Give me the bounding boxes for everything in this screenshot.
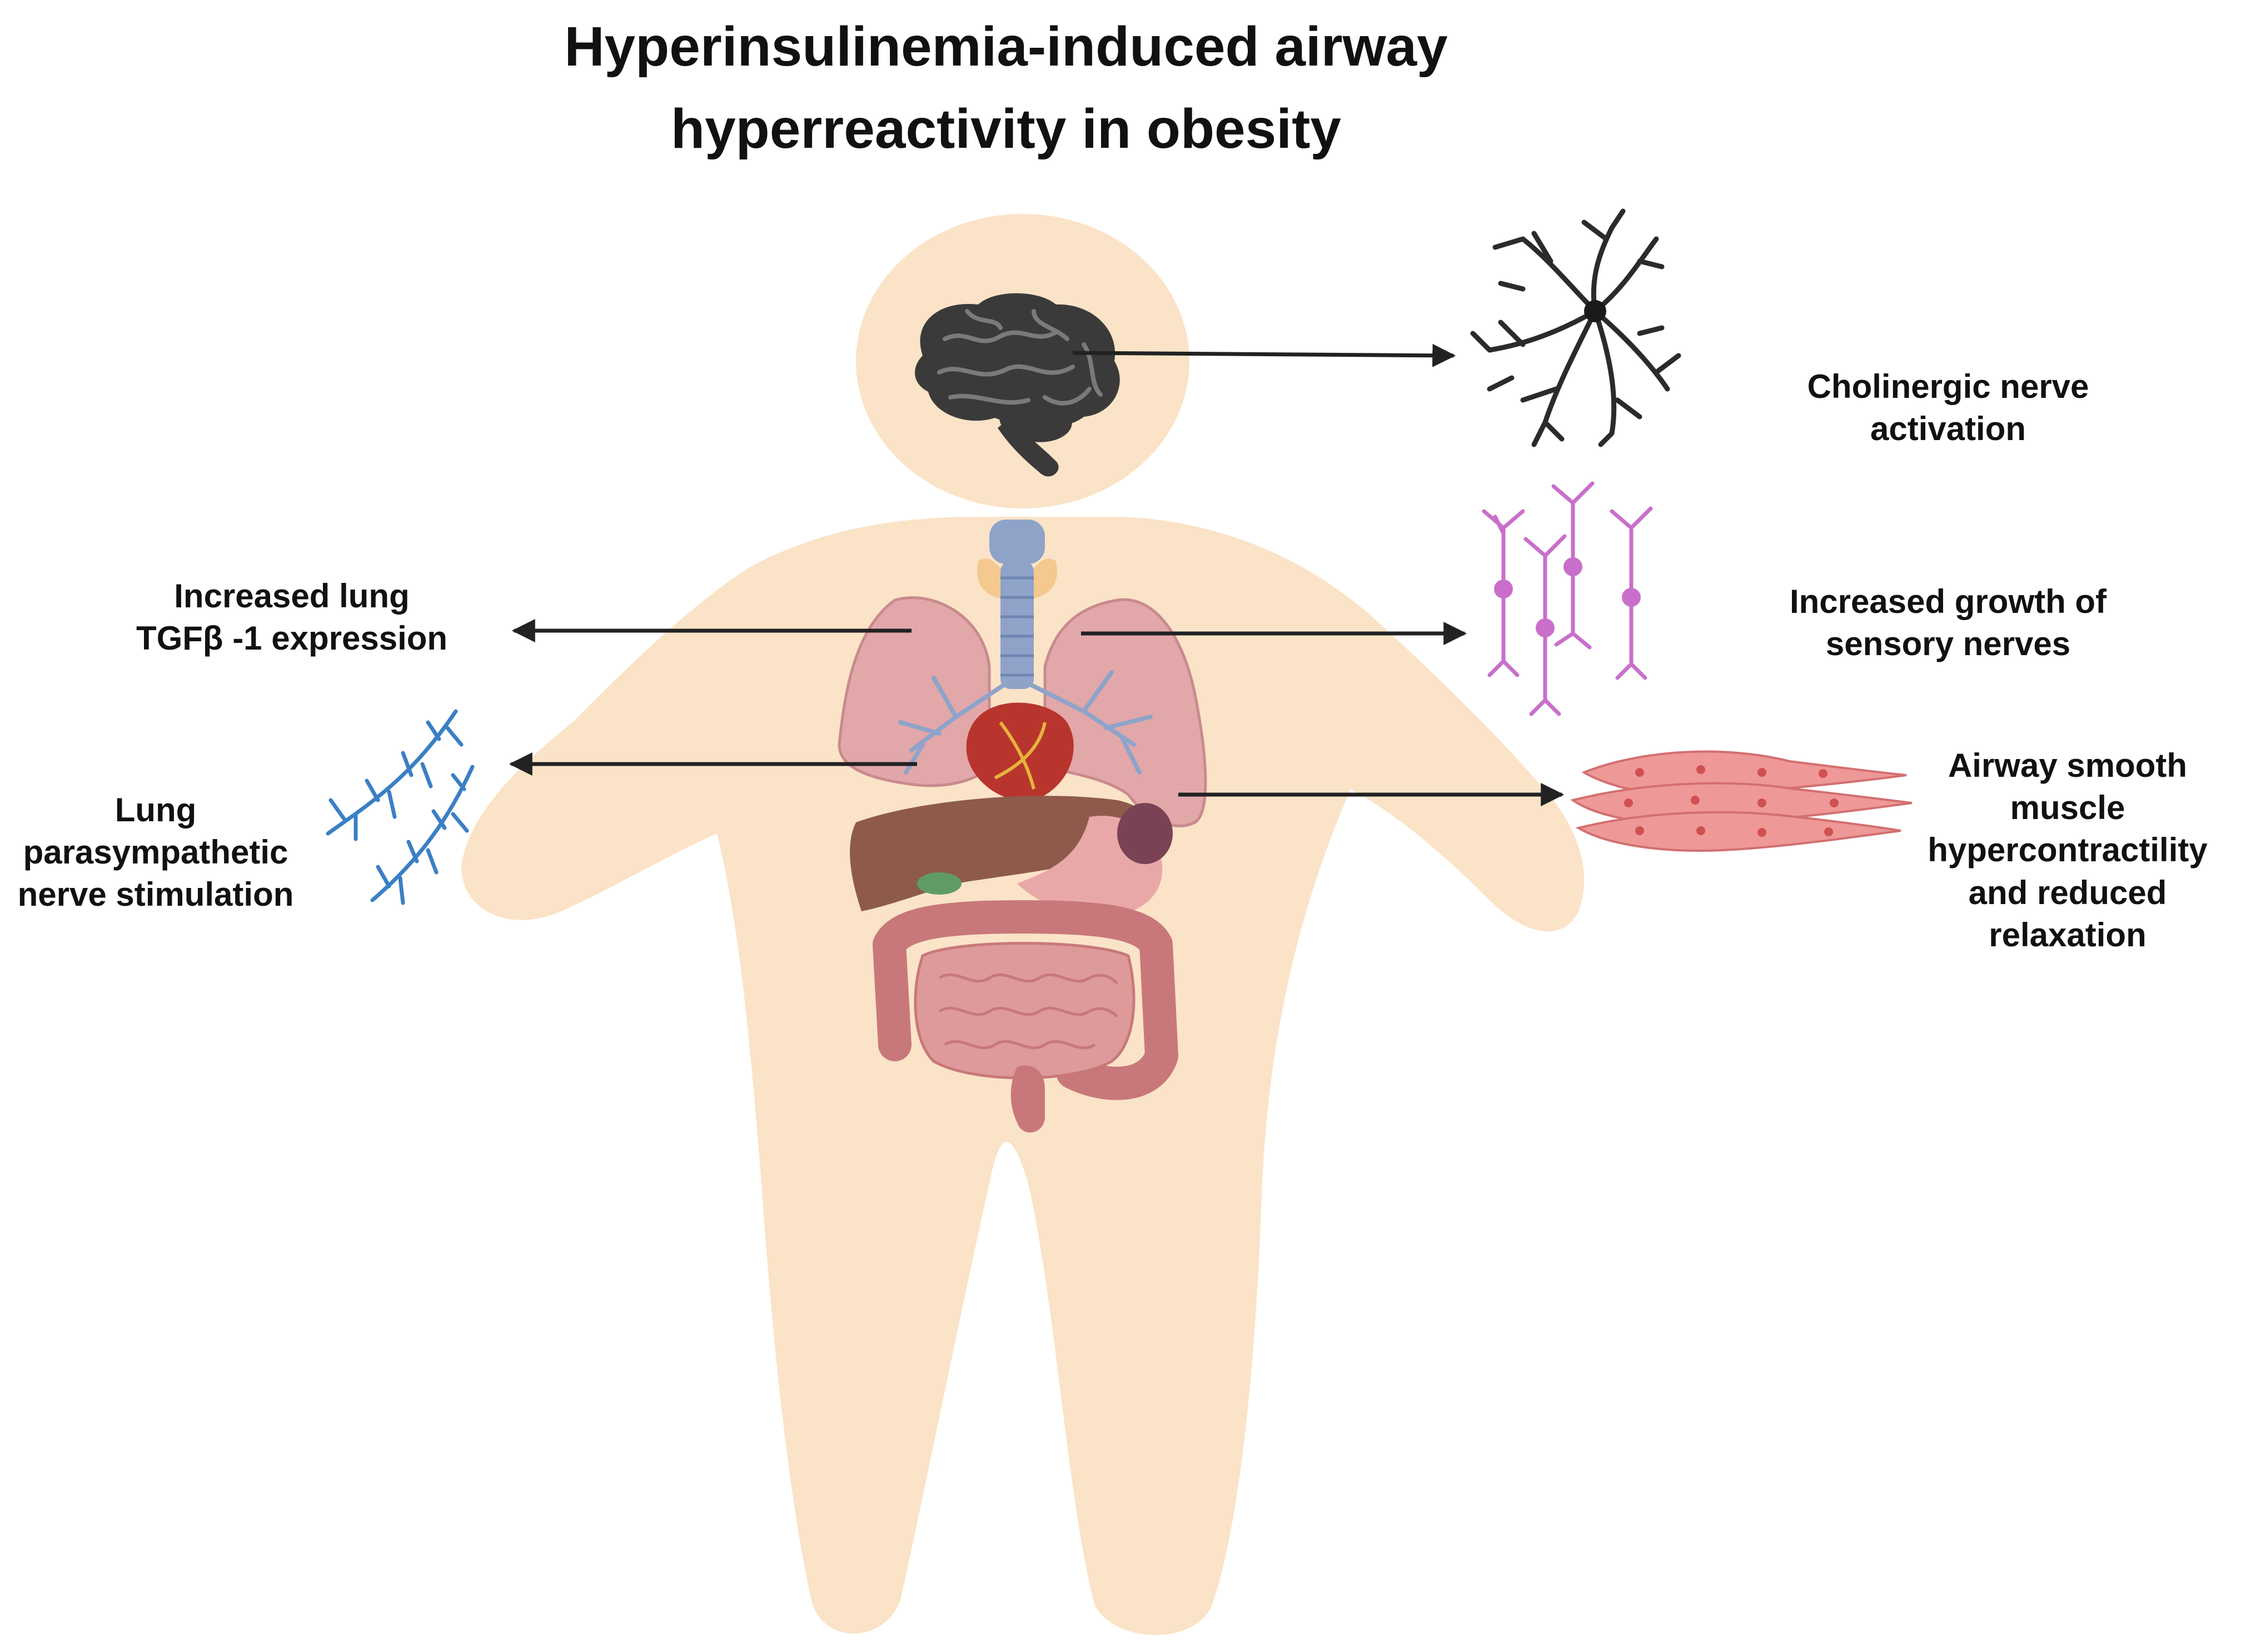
label-sensory: Increased growth of sensory nerves <box>1698 581 2198 665</box>
label-smooth-muscle-line-5: relaxation <box>1989 916 2147 954</box>
smooth-muscle-cells-icon <box>1570 750 1913 852</box>
figure-title-line-1: Hyperinsulinemia-induced airway <box>564 16 1448 78</box>
large-intestine <box>873 900 1178 1100</box>
label-smooth-muscle-line-1: Airway smooth <box>1948 747 2188 784</box>
label-smooth-muscle: Airway smooth muscle hypercontractility … <box>1901 745 2234 956</box>
rectum <box>1010 1065 1045 1133</box>
larynx <box>989 520 1045 564</box>
arrow-brain-to-cholinergic <box>1072 343 1456 367</box>
neuron-soma <box>1584 300 1606 322</box>
label-sensory-line-2: sensory nerves <box>1825 625 2071 663</box>
brain-cerebrum <box>915 293 1120 428</box>
label-sensory-line-1: Increased growth of <box>1789 583 2107 620</box>
label-tgf-line-1: Increased lung <box>174 577 410 615</box>
label-parasympathetic-line-2: parasympathetic <box>23 834 288 871</box>
arrows <box>509 343 1565 806</box>
figure-title-line-2: hyperreactivity in obesity <box>670 98 1341 160</box>
label-tgf-line-2: TGFβ -1 expression <box>136 620 448 657</box>
label-cholinergic: Cholinergic nerve activation <box>1754 366 2143 450</box>
label-tgf: Increased lung TGFβ -1 expression <box>83 575 500 660</box>
parasympathetic-nerve-icon <box>326 709 475 905</box>
brain-icon <box>915 293 1120 477</box>
sensory-nerve-cells <box>1494 557 1641 637</box>
label-smooth-muscle-line-3: hypercontractility <box>1928 831 2208 869</box>
organs-icon <box>838 520 1207 1133</box>
intestine-coils <box>938 973 1118 1050</box>
left-lung <box>838 596 991 787</box>
trachea-rings <box>1000 576 1034 677</box>
cholinergic-neuron-icon <box>1470 208 1681 447</box>
label-cholinergic-line-2: activation <box>1870 410 2026 448</box>
gallbladder <box>917 872 962 895</box>
label-parasympathetic-line-3: nerve stimulation <box>17 876 294 914</box>
label-smooth-muscle-line-2: muscle <box>2010 789 2125 827</box>
smooth-muscle-nuclei <box>1624 765 1839 837</box>
label-cholinergic-line-1: Cholinergic nerve <box>1807 368 2089 405</box>
bronchial-tree <box>898 670 1153 775</box>
spleen <box>1117 803 1173 864</box>
label-parasympathetic: Lung parasympathetic nerve stimulation <box>0 789 311 916</box>
trachea <box>1000 561 1034 689</box>
heart-vessels <box>994 721 1047 790</box>
label-parasympathetic-line-1: Lung <box>114 791 197 829</box>
figure-title: Hyperinsulinemia-induced airway hyperrea… <box>456 6 1556 170</box>
label-smooth-muscle-line-4: and reduced <box>1968 874 2167 911</box>
brain-gyri <box>937 309 1103 406</box>
small-intestine <box>914 942 1136 1080</box>
